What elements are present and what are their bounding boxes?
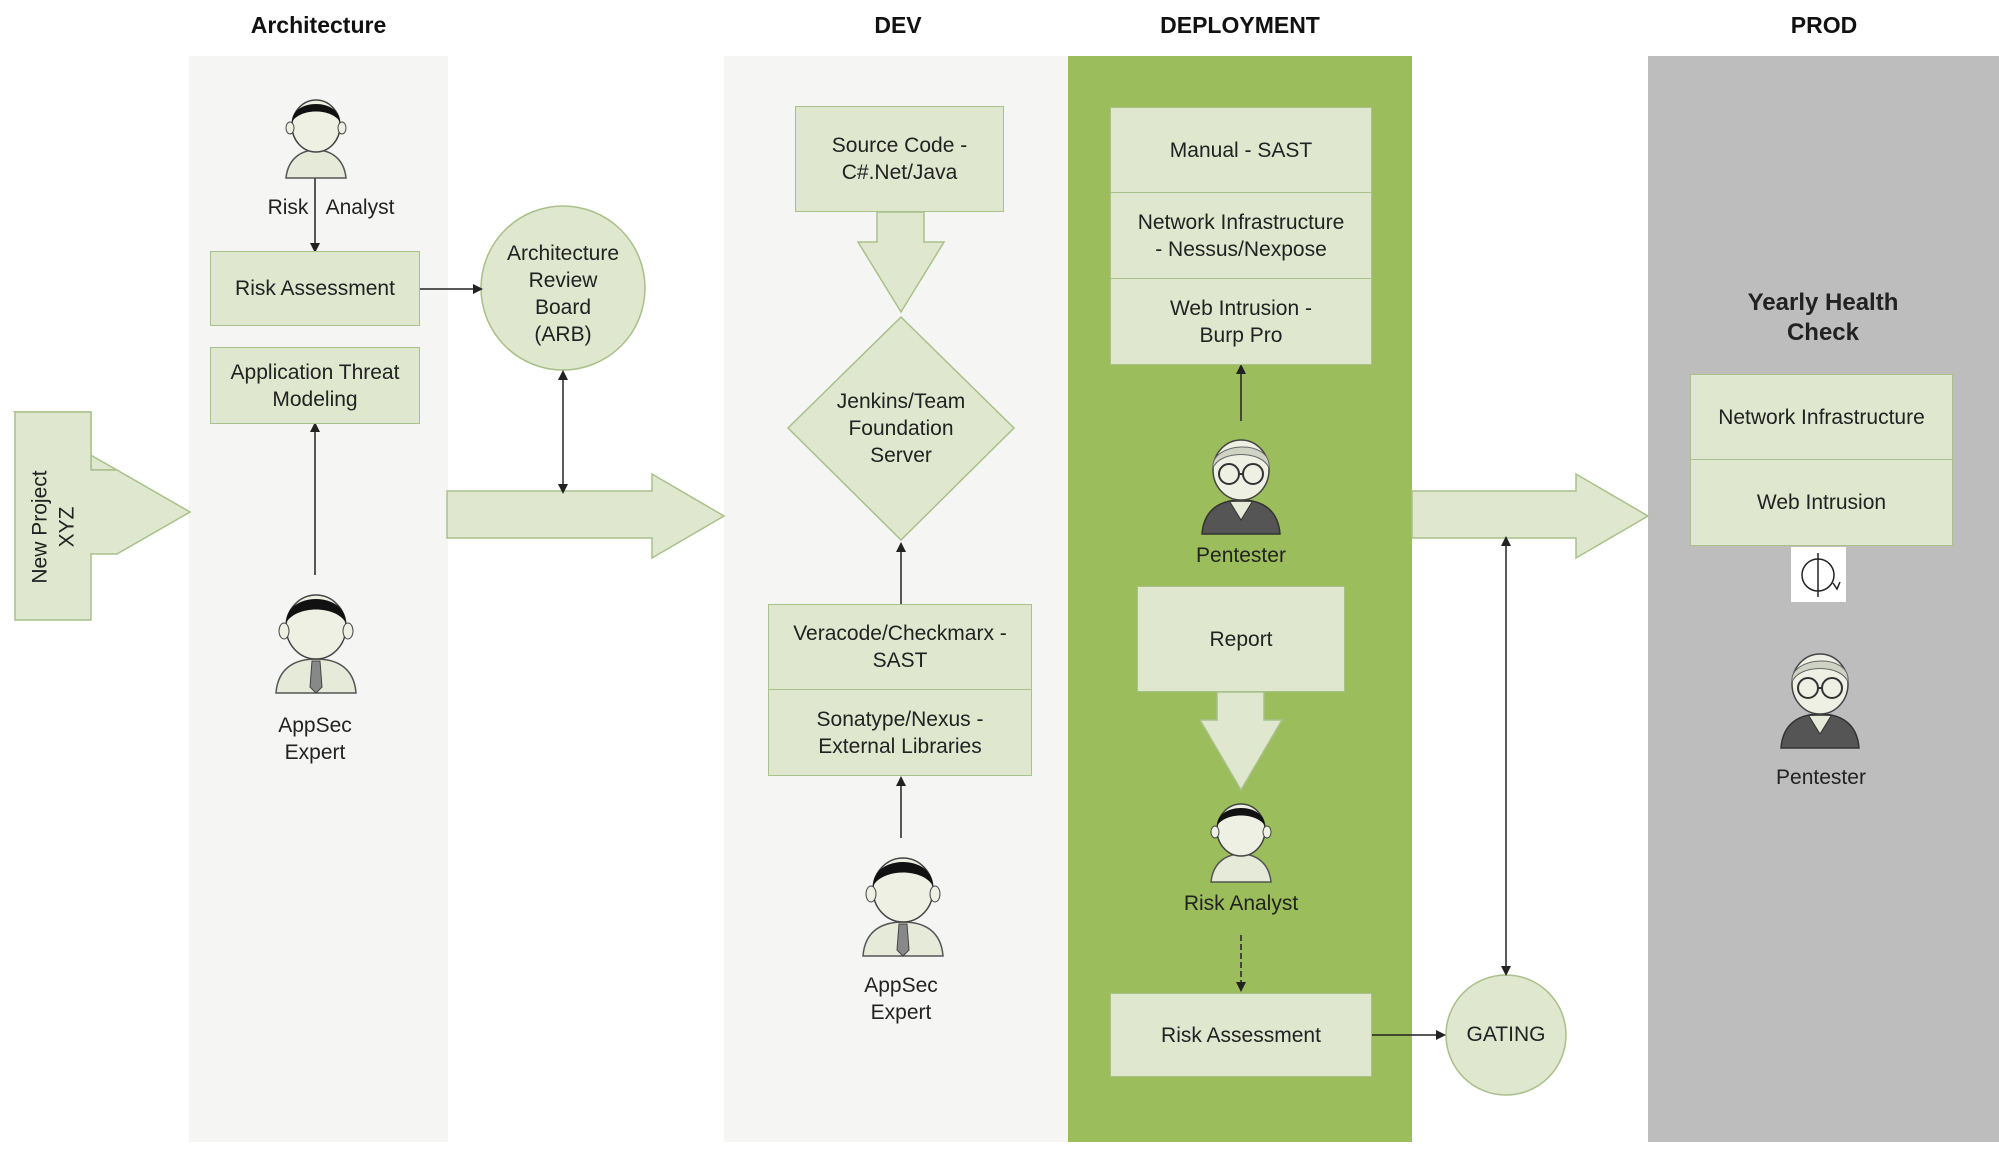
risk-analyst-label-risk: Risk [267,196,309,219]
source-code-box: Source Code - C#.Net/Java [795,106,1004,212]
prod-pentester-label: Pentester [1776,766,1866,789]
jenkins-label: Jenkins/Team Foundation Server [836,390,966,467]
arch-risk-assessment-box: Risk Assessment [210,251,420,326]
project-entry-arrow [14,411,192,621]
deploy-risk-analyst-icon [1203,792,1279,884]
deploy-to-prod-arrow [1411,472,1650,560]
title-architecture: Architecture [250,12,387,38]
title-dev: DEV [874,12,922,38]
sonatype-box: Sonatype/Nexus - External Libraries [768,690,1032,776]
arb-label: Architecture Review Board (ARB) [506,242,620,346]
yearly-health-check-title: Yearly Health Check [1747,289,1899,346]
cycle-icon [1791,547,1846,602]
dev-appsec-expert-label: AppSec Expert [864,974,938,1024]
report-box: Report [1137,586,1345,692]
threat-modeling-box: Application Threat Modeling [210,347,420,424]
jenkins-diamond [786,315,1016,542]
deploy-risk-assessment-box: Risk Assessment [1110,993,1372,1077]
dev-appsec-expert-icon [855,846,951,958]
arch-appsec-expert-icon [268,583,364,695]
prod-network-infra-box: Network Infrastructure [1690,374,1953,460]
title-deployment: DEPLOYMENT [1160,12,1320,38]
report-down-arrow [1198,691,1284,792]
deploy-risk-analyst-label: Risk Analyst [1183,892,1299,915]
source-code-down-arrow [856,211,946,314]
risk-analyst-label-analyst: Analyst [325,196,395,219]
title-prod: PROD [1790,12,1858,38]
web-intrusion-box: Web Intrusion - Burp Pro [1110,279,1372,365]
veracode-box: Veracode/Checkmarx - SAST [768,604,1032,690]
arch-to-dev-arrow [446,472,726,560]
manual-sast-box: Manual - SAST [1110,107,1372,193]
new-project-label: New Project XYZ [28,470,79,584]
network-infra-box: Network Infrastructure - Nessus/Nexpose [1110,193,1372,279]
risk-analyst-person-icon [278,88,354,180]
arch-appsec-expert-label: AppSec Expert [278,714,352,764]
gating-label: GATING [1466,1023,1546,1046]
deploy-pentester-icon [1194,428,1288,536]
deploy-pentester-label: Pentester [1196,544,1286,567]
prod-pentester-icon [1773,642,1867,750]
prod-web-intrusion-box: Web Intrusion [1690,460,1953,546]
